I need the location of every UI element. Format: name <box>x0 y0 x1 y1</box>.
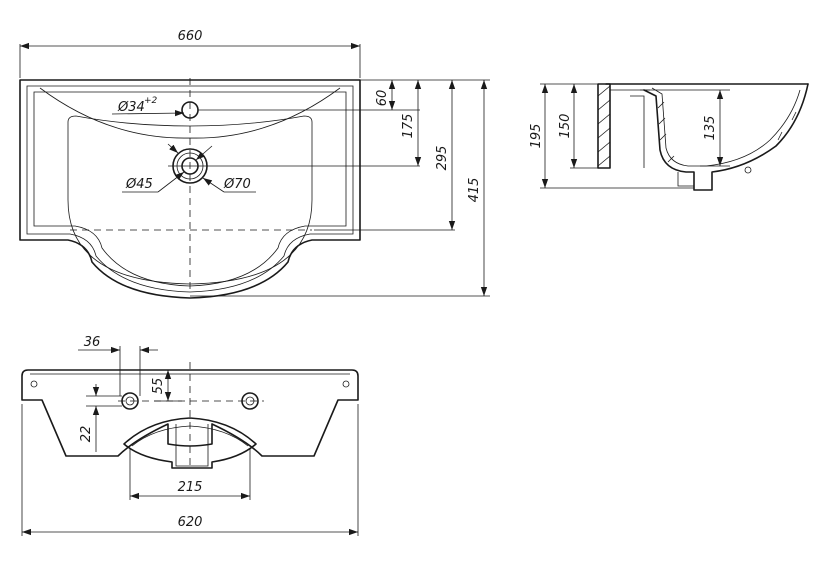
side-wall <box>597 83 611 169</box>
basin-rim-outline <box>26 85 354 293</box>
bowl-section-inner <box>651 87 801 167</box>
tap-hole-tolerance-label: +2 <box>144 96 158 106</box>
bowl-outline <box>67 115 313 285</box>
basin-outer-outline <box>19 79 361 299</box>
dim-620-label: 620 <box>178 515 203 530</box>
dim-195-label: 195 <box>529 124 544 149</box>
top-view: 660 60 175 295 415 Ø34 +2 Ø45 Ø70 <box>19 29 490 299</box>
bowl-bottom <box>123 417 257 469</box>
drain-diameter-70-label: Ø70 <box>223 177 251 192</box>
dim-135-label: 135 <box>703 116 718 141</box>
dim-175-label: 175 <box>401 114 416 139</box>
dim-55-label: 55 <box>151 378 166 395</box>
dim-60-label: 60 <box>375 90 390 107</box>
dim-150-label: 150 <box>558 114 573 139</box>
drain-diameter-45-label: Ø45 <box>125 177 153 192</box>
dim-22-label: 22 <box>79 426 94 443</box>
back-outline <box>21 369 359 457</box>
dim-36-label: 36 <box>84 335 101 350</box>
tap-hole-diameter-label: Ø34 <box>117 100 145 115</box>
dim-415-label: 415 <box>467 178 482 203</box>
dim-295-label: 295 <box>435 146 450 171</box>
bowl-section-outer <box>643 83 809 191</box>
dim-215-label: 215 <box>178 480 203 495</box>
dim-660-label: 660 <box>178 29 203 44</box>
side-section-view: 195 150 135 <box>529 83 809 191</box>
back-view: 36 55 22 215 620 <box>21 335 359 536</box>
